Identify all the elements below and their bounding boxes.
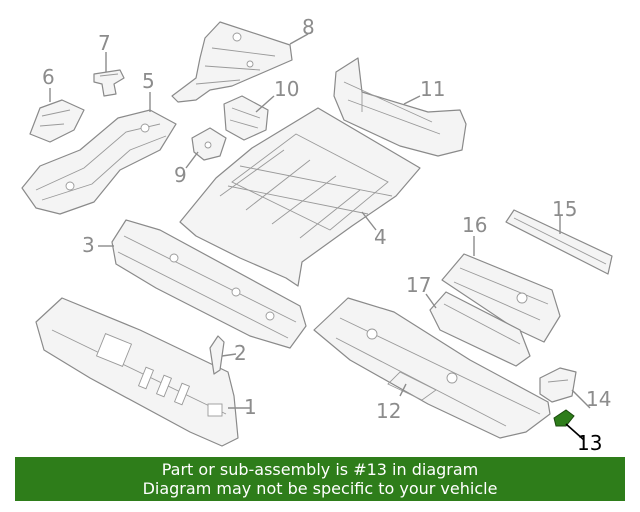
callout-3: 3	[82, 233, 95, 257]
callout-13: 13	[577, 431, 602, 455]
part-17[interactable]	[429, 291, 531, 367]
part-3[interactable]	[111, 219, 307, 349]
part-11[interactable]	[333, 57, 467, 157]
parts-diagram: 1 2 3 4 5 6 7 8 9 10 11 12 13 14 15 16 1…	[21, 15, 613, 455]
part-1[interactable]	[35, 297, 239, 447]
callout-6: 6	[42, 65, 55, 89]
callout-labels: 1 2 3 4 5 6 7 8 9 10 11 12 13 14 15 16 1…	[42, 15, 611, 455]
callout-2: 2	[234, 341, 247, 365]
callout-9: 9	[174, 163, 187, 187]
part-9[interactable]	[191, 127, 227, 161]
banner-line-2: Diagram may not be specific to your vehi…	[142, 479, 498, 498]
callout-10: 10	[274, 77, 299, 101]
callout-4: 4	[374, 225, 387, 249]
callout-11: 11	[420, 77, 445, 101]
part-6[interactable]	[29, 99, 85, 143]
callout-16: 16	[462, 213, 487, 237]
part-8[interactable]	[171, 21, 293, 103]
part-15[interactable]	[505, 209, 613, 275]
info-banner: Part or sub-assembly is #13 in diagram D…	[15, 457, 625, 501]
part-4[interactable]	[179, 107, 421, 287]
callout-8: 8	[302, 15, 315, 39]
callout-14: 14	[586, 387, 611, 411]
part-10[interactable]	[223, 95, 269, 141]
callout-1: 1	[244, 395, 257, 419]
callout-5: 5	[142, 69, 155, 93]
callout-7: 7	[98, 31, 111, 55]
callout-17: 17	[406, 273, 431, 297]
banner-line-1: Part or sub-assembly is #13 in diagram	[161, 460, 479, 479]
part-12[interactable]	[313, 297, 551, 439]
callout-12: 12	[376, 399, 401, 423]
leader-lines	[49, 33, 591, 441]
callout-15: 15	[552, 197, 577, 221]
part-5[interactable]	[21, 109, 177, 215]
part-13-highlighted[interactable]	[553, 409, 575, 427]
part-7[interactable]	[93, 69, 125, 97]
part-14[interactable]	[539, 367, 577, 403]
